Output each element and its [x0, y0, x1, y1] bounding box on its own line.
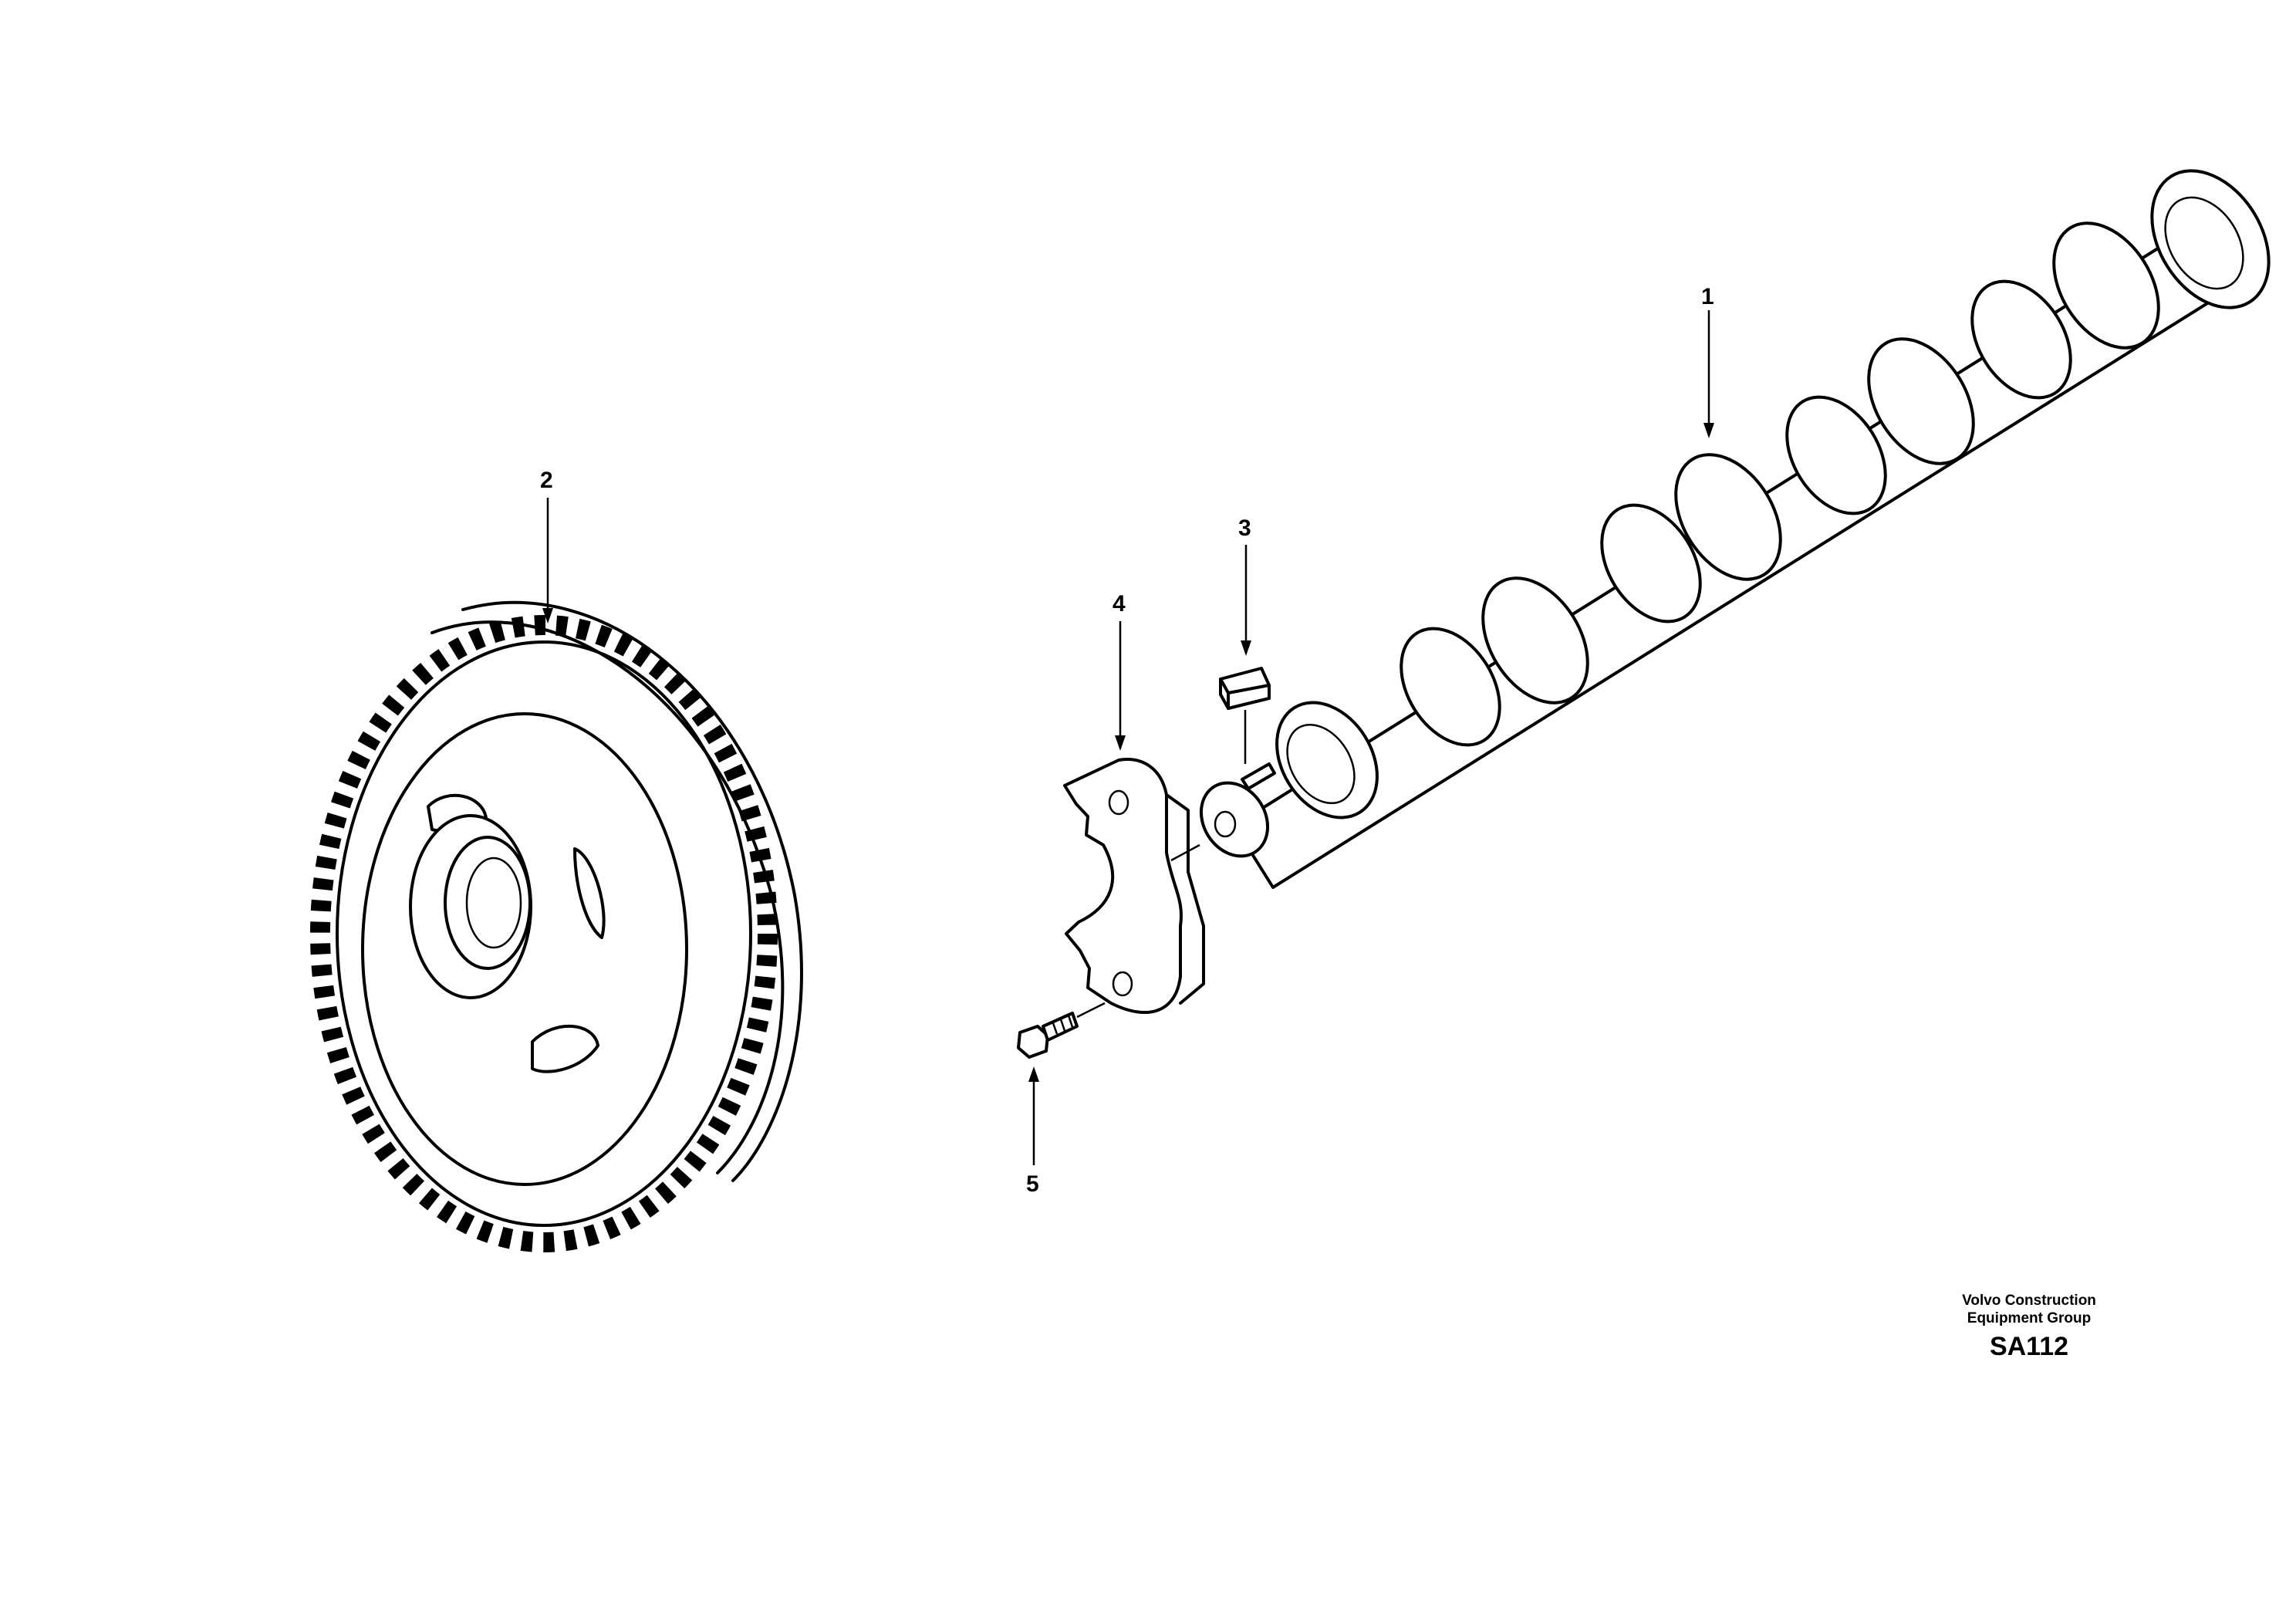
company-name-line1: Volvo Construction	[1962, 1293, 2096, 1309]
figure-code: SA112	[1989, 1332, 2069, 1361]
thrust-plate	[1063, 758, 1205, 1015]
company-credit: Volvo Construction Equipment Group	[1913, 1292, 2145, 1327]
camshaft	[1199, 169, 2271, 889]
callout-4-label: 4	[1113, 591, 1126, 617]
company-name-line2: Equipment Group	[1967, 1310, 2092, 1326]
gear	[310, 600, 803, 1252]
leader-lines	[542, 310, 1714, 1165]
callout-2-label: 2	[540, 468, 553, 493]
bolt	[1017, 1012, 1079, 1059]
key	[1219, 667, 1271, 710]
callout-5-label: 5	[1026, 1171, 1039, 1197]
callout-1-label: 1	[1701, 284, 1714, 309]
callout-3-label: 3	[1238, 515, 1251, 541]
